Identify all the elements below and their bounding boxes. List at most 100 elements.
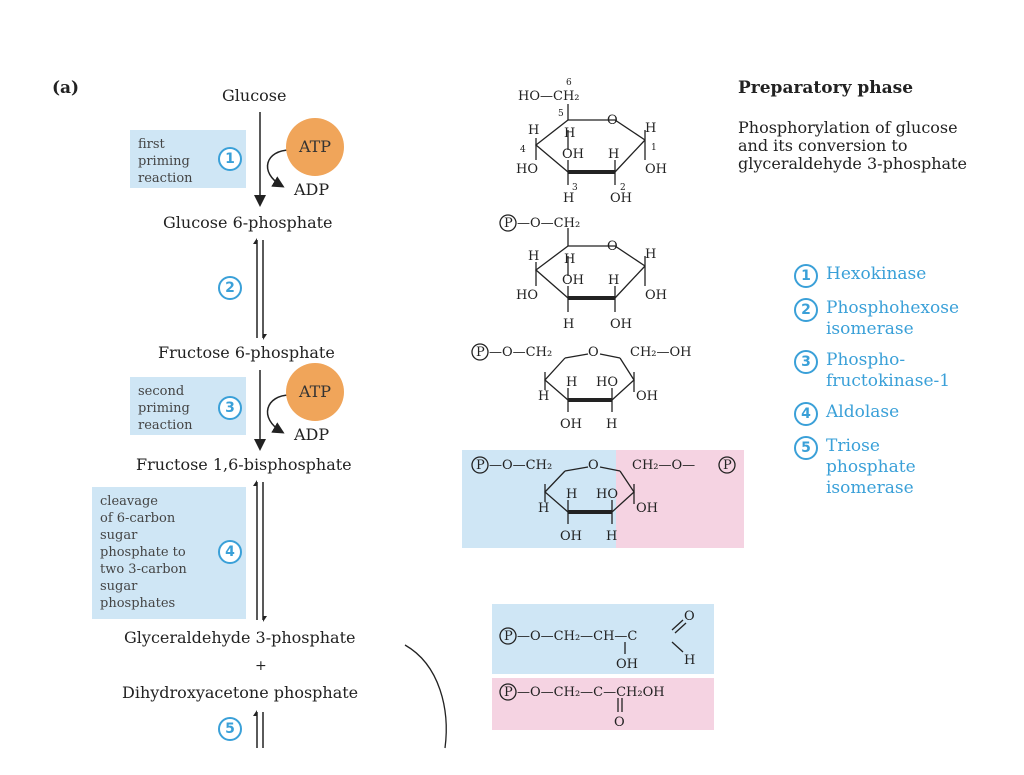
glyceraldehyde-3-phosphate-structure	[499, 619, 687, 654]
carbonyl-oxygen: O	[614, 715, 625, 730]
note-step4: cleavage of 6-carbon sugar phosphate to …	[92, 487, 246, 619]
enzyme-line: Triose	[826, 436, 880, 456]
note-line: reaction	[138, 171, 193, 186]
phase-description-line: Phosphorylation of glucose	[738, 118, 958, 137]
note-line: first	[138, 137, 165, 152]
phase-description-line: and its conversion to	[738, 136, 908, 155]
atom-h: H	[608, 273, 619, 288]
gap-continuation-curve	[404, 644, 447, 749]
atom-ho: HO	[596, 487, 618, 502]
step-number-4: 4	[218, 540, 242, 564]
ring-oxygen: O	[588, 345, 599, 360]
enzyme-number: 2	[794, 298, 818, 322]
note-line: phosphate to	[100, 545, 186, 560]
fructose-6-phosphate-structure	[471, 343, 635, 412]
gap-formula: —O—CH₂—CH—C	[517, 629, 637, 644]
atom-h: H	[566, 487, 577, 502]
atom-ho: HO	[516, 162, 538, 177]
step-number-3: 3	[218, 396, 242, 420]
adp-label-3: ADP	[294, 425, 330, 444]
phosphate-p: P	[476, 458, 485, 473]
atom-oh: OH	[562, 273, 584, 288]
atom-h: H	[564, 126, 575, 141]
note-line: two 3-carbon	[100, 562, 187, 577]
dhap-formula: —O—CH₂—C—CH₂OH	[517, 685, 665, 700]
note-line: reaction	[138, 418, 193, 433]
step-number-5: 5	[218, 717, 242, 741]
atom-oh: OH	[645, 288, 667, 303]
enzyme-number: 1	[794, 264, 818, 288]
carbon-label: 2	[620, 183, 626, 193]
atom-h: H	[645, 121, 656, 136]
enzyme-name: Aldolase	[826, 402, 899, 426]
phosphate-p: P	[504, 629, 513, 644]
atom-h: H	[528, 123, 539, 138]
glucose-structure	[534, 104, 646, 185]
step-number-1: 1	[218, 147, 242, 171]
atom-h: H	[538, 389, 549, 404]
enzyme-number: 3	[794, 350, 818, 374]
atom-h: H	[608, 147, 619, 162]
metabolite-glucose-6-phosphate: Glucose 6-phosphate	[163, 213, 333, 232]
atom-oh: OH	[636, 501, 658, 516]
atom-h: H	[564, 252, 575, 267]
atom-oh: OH	[610, 191, 632, 206]
phase-title: Preparatory phase	[738, 78, 914, 98]
dhap-structure-box	[492, 678, 714, 730]
phase-description: Phosphorylation of glucose and its conve…	[738, 119, 967, 173]
enzyme-name: Hexokinase	[826, 264, 926, 288]
metabolite-fructose-6-phosphate: Fructose 6-phosphate	[158, 343, 335, 362]
note-line: sugar	[100, 579, 138, 594]
carbonyl-oxygen: O	[684, 609, 695, 624]
step-number-2: 2	[218, 276, 242, 300]
carbon-label: 3	[572, 183, 578, 193]
glucose-6-phosphate-structure	[499, 214, 646, 312]
atom-oh: OH	[636, 389, 658, 404]
ring-oxygen: O	[607, 239, 618, 254]
f16bp-p-o-ch2: —O—CH₂	[489, 458, 552, 473]
enzyme-entry: 1 Hexokinase	[794, 264, 1004, 288]
atom-h: H	[528, 249, 539, 264]
phosphate-p: P	[504, 216, 513, 231]
atom-h: H	[563, 191, 574, 206]
atom-h: H	[538, 501, 549, 516]
metabolite-glucose: Glucose	[222, 86, 287, 105]
enzyme-line: Phosphohexose	[826, 298, 960, 318]
enzyme-number: 4	[794, 402, 818, 426]
f16bp-ch2-o-p: CH₂—O—	[632, 458, 695, 473]
note-line: phosphates	[100, 596, 176, 611]
atp-circle-1: ATP	[286, 118, 344, 176]
enzyme-line: Phospho-	[826, 350, 906, 370]
atom-oh: OH	[610, 317, 632, 332]
atom-h: H	[566, 375, 577, 390]
enzyme-number: 5	[794, 436, 818, 460]
atom-h: H	[645, 247, 656, 262]
atp-curve-1	[266, 149, 291, 188]
atom-oh: OH	[562, 147, 584, 162]
f16bp-pink-half	[616, 450, 744, 548]
dhap-structure	[499, 683, 623, 712]
atom-oh: OH	[560, 417, 582, 432]
enzyme-line: Hexokinase	[826, 264, 927, 284]
enzyme-name: Phospho-fructokinase-1	[826, 350, 950, 392]
atom-oh: OH	[645, 162, 667, 177]
ring-oxygen: O	[607, 113, 618, 128]
atom-h: H	[563, 317, 574, 332]
enzyme-line: phosphate	[826, 457, 916, 477]
metabolite-dihydroxyacetone-phosphate: Dihydroxyacetone phosphate	[122, 683, 359, 702]
carbon-label: 4	[520, 145, 526, 155]
atom-h: H	[606, 529, 617, 544]
note-line: priming	[138, 401, 190, 416]
phosphate-p: P	[476, 345, 485, 360]
phosphate-p: P	[504, 685, 513, 700]
phase-description-line: glyceraldehyde 3-phosphate	[738, 154, 967, 173]
phosphate-p: P	[723, 458, 732, 473]
g6p-p-o-ch2: —O—CH₂	[517, 216, 580, 231]
